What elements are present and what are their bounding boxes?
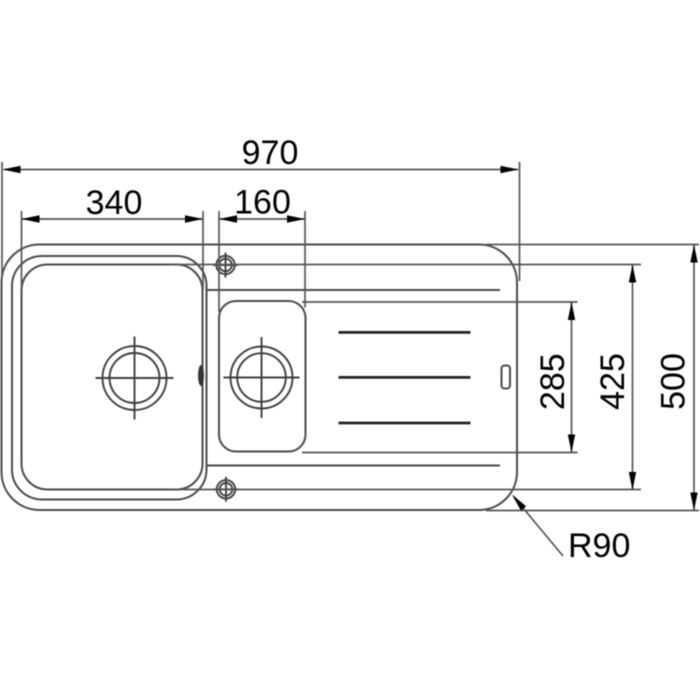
svg-text:160: 160 xyxy=(234,184,291,222)
svg-text:R90: R90 xyxy=(568,527,630,565)
svg-text:340: 340 xyxy=(86,184,143,222)
svg-text:500: 500 xyxy=(655,353,693,410)
svg-text:285: 285 xyxy=(534,353,572,410)
svg-text:970: 970 xyxy=(242,134,299,172)
svg-text:425: 425 xyxy=(594,353,632,410)
